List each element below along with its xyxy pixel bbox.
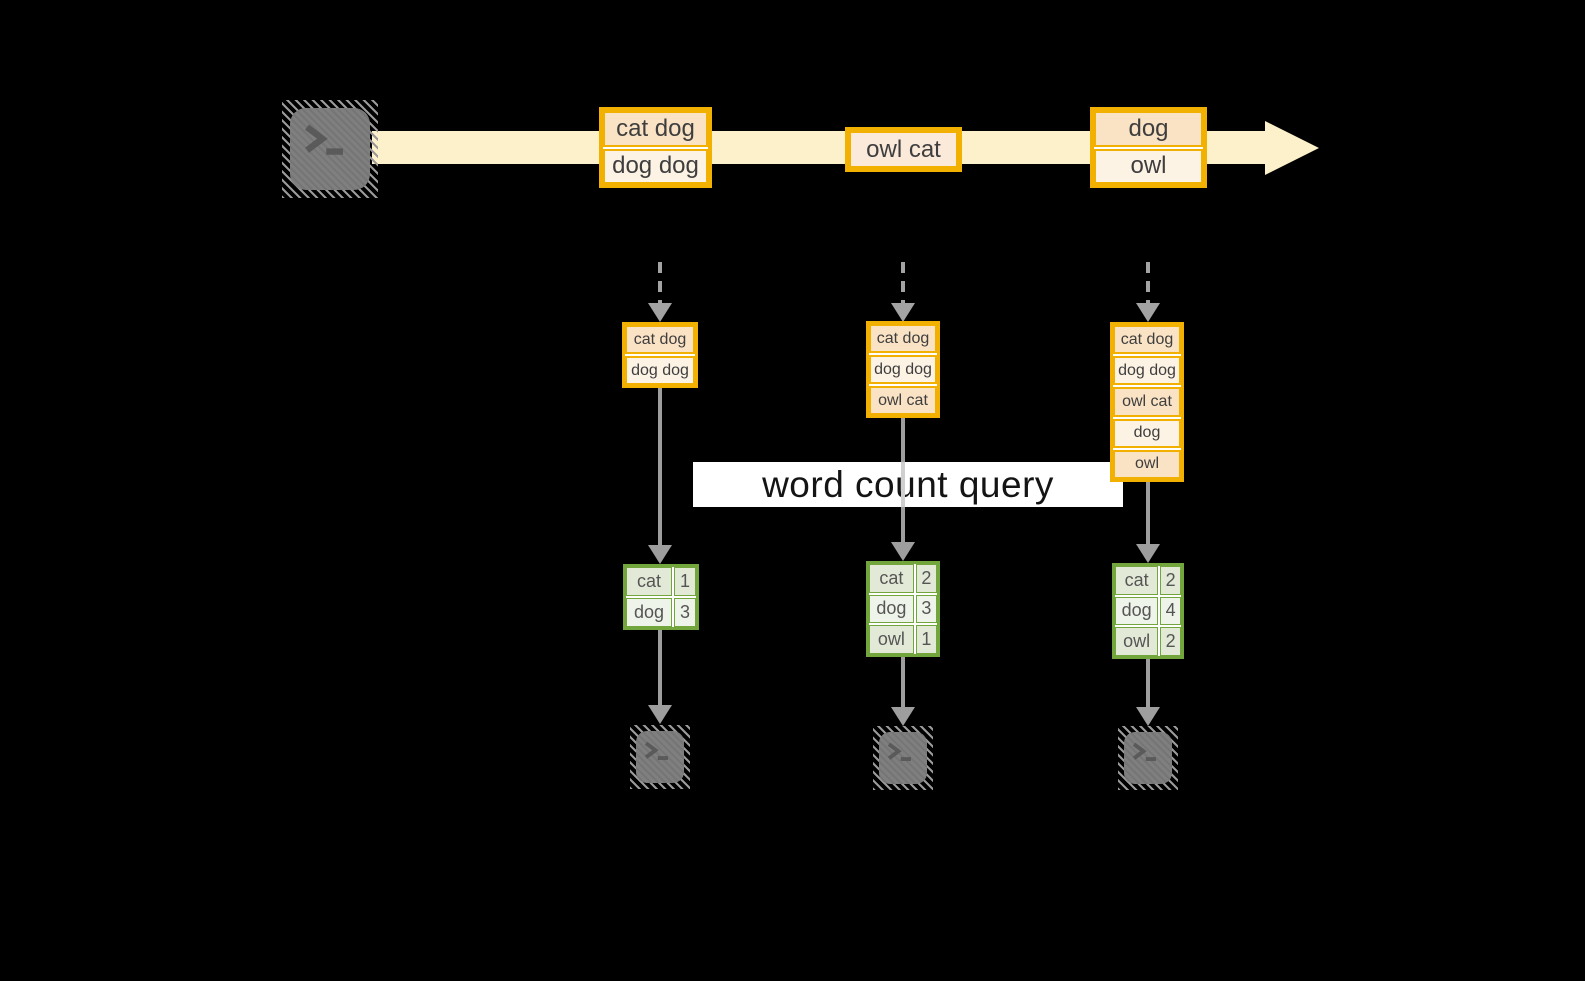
output-arrowhead <box>1136 707 1160 726</box>
result-count-cell: 3 <box>915 594 937 624</box>
stream-batch-cell: owl <box>1094 148 1203 184</box>
prompt-chevron <box>1132 742 1147 760</box>
query-arrowhead <box>1136 544 1160 563</box>
input-row-cell: cat dog <box>625 325 695 354</box>
query-arrow-line <box>1146 482 1150 545</box>
input-row-cell: owl cat <box>869 386 937 415</box>
output-arrowhead <box>891 707 915 726</box>
terminal-prompt-icon <box>305 124 343 155</box>
ingest-dashed-arrow-line <box>658 262 662 304</box>
result-word-cell: dog <box>869 594 914 624</box>
input-row-cell: owl cat <box>1113 387 1181 417</box>
stream-batch-cell: dog <box>1094 111 1203 147</box>
sink-terminal-icon <box>1118 726 1178 790</box>
sink-terminal-icon <box>630 725 690 789</box>
result-word-cell: owl <box>1115 627 1159 656</box>
stream-batch-box-3: dog owl <box>1090 107 1207 188</box>
output-arrow-line <box>658 629 662 706</box>
prompt-chevron <box>644 741 659 759</box>
result-count-cell: 2 <box>915 564 937 593</box>
output-arrow-line <box>1146 658 1150 708</box>
stream-batch-box-1: cat dog dog dog <box>599 107 712 188</box>
terminal-prompt-icon <box>887 742 911 762</box>
result-count-cell: 2 <box>1160 627 1181 656</box>
ingest-dashed-arrowhead <box>1136 303 1160 322</box>
terminal-window <box>879 732 927 784</box>
ingest-dashed-arrowhead <box>891 303 915 322</box>
terminal-prompt-icon <box>644 741 668 761</box>
result-count-cell: 3 <box>674 598 696 627</box>
output-arrowhead <box>648 705 672 724</box>
result-table-1: cat 1 dog 3 <box>623 564 699 630</box>
output-arrow-line <box>901 656 905 708</box>
query-arrowhead <box>891 542 915 561</box>
terminal-window <box>1124 732 1172 784</box>
input-row-cell: dog dog <box>625 356 695 385</box>
stream-batch-box-2: owl cat <box>845 127 962 172</box>
input-row-cell: dog dog <box>869 355 937 384</box>
result-word-cell: cat <box>869 564 914 593</box>
source-terminal-icon <box>282 100 378 198</box>
query-arrow-line <box>658 387 662 546</box>
result-count-cell: 1 <box>915 625 937 654</box>
input-row-cell: owl <box>1113 449 1181 480</box>
prompt-chevron <box>305 124 328 153</box>
result-word-cell: owl <box>869 625 914 654</box>
stream-arrowhead <box>1265 121 1319 175</box>
input-row-cell: cat dog <box>869 324 937 353</box>
result-count-cell: 2 <box>1160 566 1181 595</box>
result-table-3: cat 2 dog 4 owl 2 <box>1112 563 1184 659</box>
stream-batch-cell: dog dog <box>603 148 708 184</box>
input-row-cell: dog dog <box>1113 356 1181 386</box>
result-count-cell: 4 <box>1160 596 1181 626</box>
stream-batch-cell: cat dog <box>603 111 708 147</box>
prompt-chevron <box>887 742 902 760</box>
query-arrowhead <box>648 545 672 564</box>
query-band: word count query <box>693 462 1123 507</box>
query-arrow-line-over-band <box>901 462 905 507</box>
result-word-cell: dog <box>626 598 673 627</box>
input-table-stack-2: cat dog dog dog owl cat <box>866 321 940 418</box>
sink-terminal-icon <box>873 726 933 790</box>
result-count-cell: 1 <box>674 567 696 596</box>
result-word-cell: cat <box>1115 566 1159 595</box>
terminal-window <box>290 108 370 190</box>
terminal-window <box>636 731 684 783</box>
result-table-2: cat 2 dog 3 owl 1 <box>866 561 940 657</box>
result-word-cell: dog <box>1115 596 1159 626</box>
query-label: word count query <box>762 463 1054 505</box>
ingest-dashed-arrow-line <box>901 262 905 304</box>
result-word-cell: cat <box>626 567 673 596</box>
input-row-cell: cat dog <box>1113 325 1181 355</box>
stream-batch-cell: owl cat <box>849 131 958 168</box>
ingest-dashed-arrowhead <box>648 303 672 322</box>
input-table-stack-1: cat dog dog dog <box>622 322 698 388</box>
ingest-dashed-arrow-line <box>1146 262 1150 304</box>
terminal-prompt-icon <box>1132 742 1156 762</box>
input-table-stack-3: cat dog dog dog owl cat dog owl <box>1110 322 1184 482</box>
input-row-cell: dog <box>1113 418 1181 448</box>
